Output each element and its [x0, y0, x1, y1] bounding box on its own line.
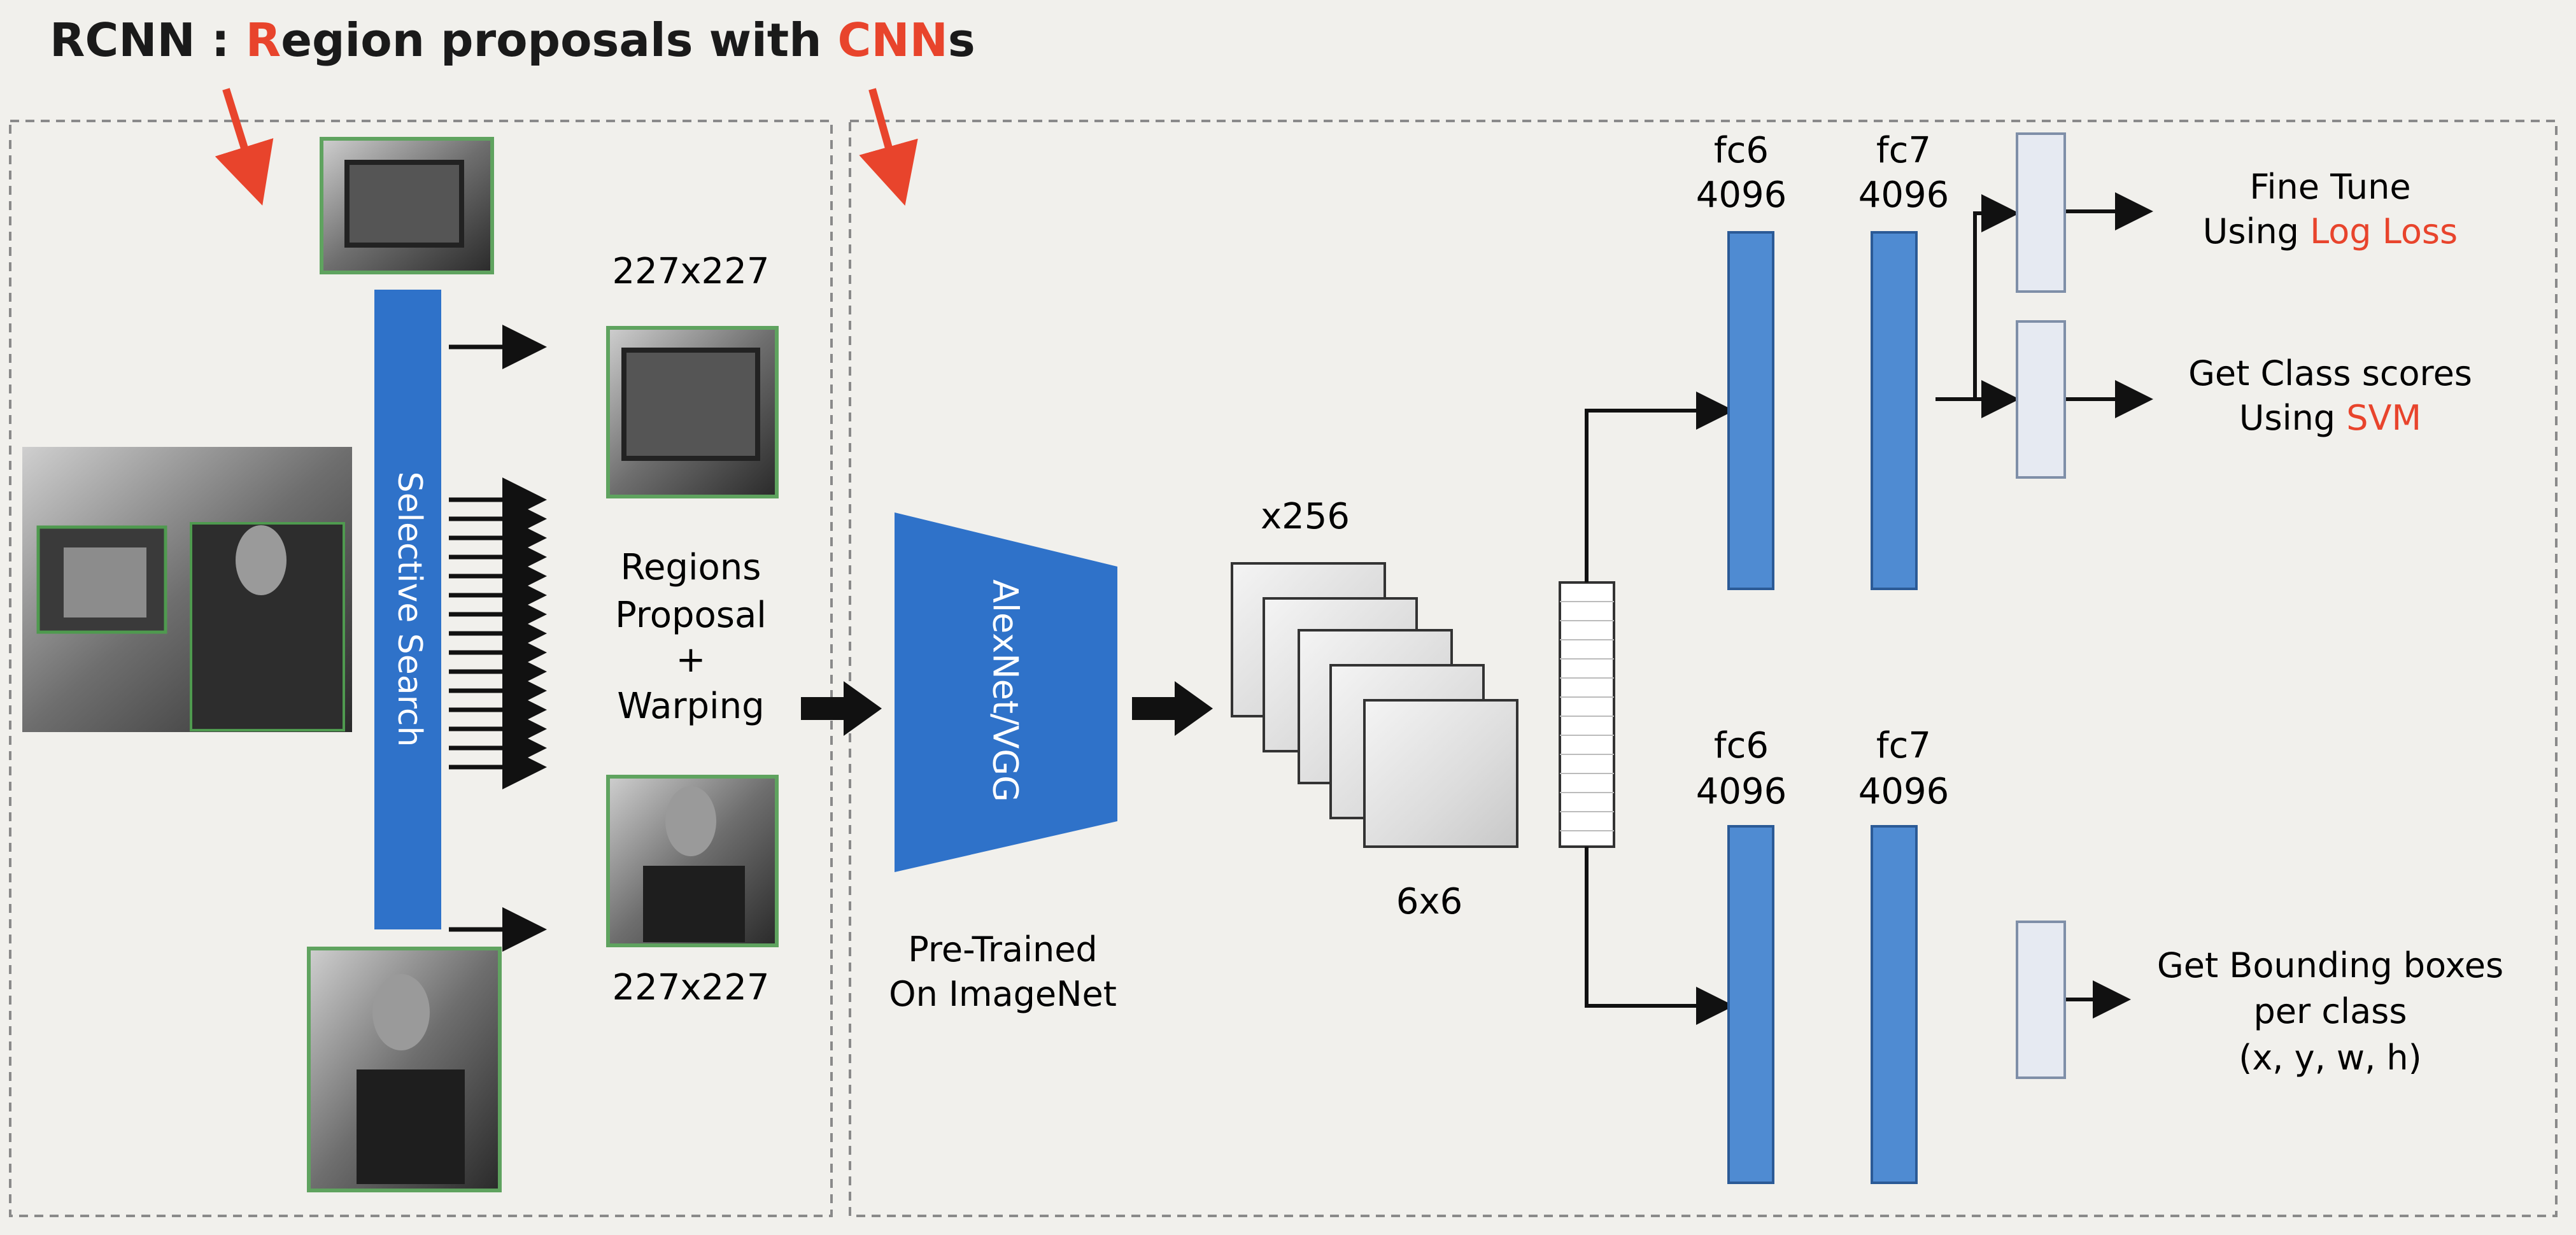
svg-text:+: +: [676, 639, 706, 681]
svg-text:Regions: Regions: [621, 547, 761, 588]
arrow-right-icon: [1936, 192, 2153, 1019]
size-label-bottom: 227x227: [612, 967, 770, 1008]
pretrained-line2: On ImageNet: [889, 974, 1117, 1014]
bottom-fc7-name: fc7: [1876, 725, 1931, 766]
page-title: RCNN : Region proposals with CNNs: [50, 13, 975, 67]
network-label: AlexNet/VGG: [985, 579, 1025, 802]
photo-thumbnail-icon: [307, 947, 502, 1192]
photo-thumbnail-icon: [606, 326, 779, 498]
bottom-fc7-size: 4096: [1858, 771, 1950, 812]
output-fine-tune: Fine Tune Using Log Loss: [2203, 167, 2458, 251]
photo-thumbnail-icon: [320, 137, 494, 274]
arrow-right-icon: [1585, 392, 1734, 1025]
input-image: [22, 447, 352, 732]
svg-text:Using SVM: Using SVM: [2239, 398, 2421, 438]
red-arrow-icon: [215, 88, 274, 206]
top-fc6-layer: [1727, 231, 1774, 590]
top-fc6-size: 4096: [1696, 174, 1787, 216]
svg-text:Fine Tune: Fine Tune: [2249, 167, 2410, 207]
svg-text:Get Bounding boxes: Get Bounding boxes: [2157, 945, 2503, 985]
selective-search-block: [374, 290, 441, 929]
cnn-panel: [849, 120, 2558, 1217]
region-proposal-panel: [9, 120, 833, 1217]
top-fc6-name: fc6: [1714, 130, 1769, 171]
svg-text:per class: per class: [2254, 991, 2407, 1031]
svg-text:Warping: Warping: [617, 686, 764, 727]
output-class-scores: Get Class scores Using SVM: [2188, 353, 2472, 438]
bottom-fc6-layer: [1727, 825, 1774, 1184]
arrow-right-icon: [449, 325, 547, 952]
feature-map-icon: [1231, 562, 1518, 848]
red-arrow-icon: [859, 88, 918, 206]
selective-search-label: Selective Search: [390, 472, 428, 747]
size-label-top: 227x227: [612, 251, 770, 292]
top-fc7-size: 4096: [1858, 174, 1950, 216]
bottom-fc7-layer: [1871, 825, 1918, 1184]
svm-output-box: [2016, 320, 2066, 479]
svg-text:Proposal: Proposal: [615, 595, 767, 636]
svg-text:(x, y, w, h): (x, y, w, h): [2239, 1038, 2421, 1078]
flatten-vector: [1559, 581, 1615, 848]
spatial-label: 6x6: [1396, 881, 1462, 922]
top-fc7-name: fc7: [1876, 130, 1931, 171]
top-fc7-layer: [1871, 231, 1918, 590]
log-loss-output-box: [2016, 132, 2066, 293]
bottom-fc6-name: fc6: [1714, 725, 1769, 766]
arrow-right-icon: [801, 681, 1213, 736]
regions-label: Regions Proposal + Warping: [615, 547, 767, 727]
pretrained-line1: Pre-Trained: [908, 929, 1097, 970]
alexnet-vgg-block: [895, 512, 1117, 872]
output-bounding-boxes: Get Bounding boxes per class (x, y, w, h…: [2157, 945, 2503, 1078]
bottom-fc6-size: 4096: [1696, 771, 1787, 812]
bbox-output-box: [2016, 921, 2066, 1079]
svg-text:Using Log Loss: Using Log Loss: [2203, 211, 2458, 251]
svg-text:Get Class scores: Get Class scores: [2188, 353, 2472, 393]
depth-label: x256: [1261, 496, 1350, 537]
photo-thumbnail-icon: [606, 775, 779, 947]
